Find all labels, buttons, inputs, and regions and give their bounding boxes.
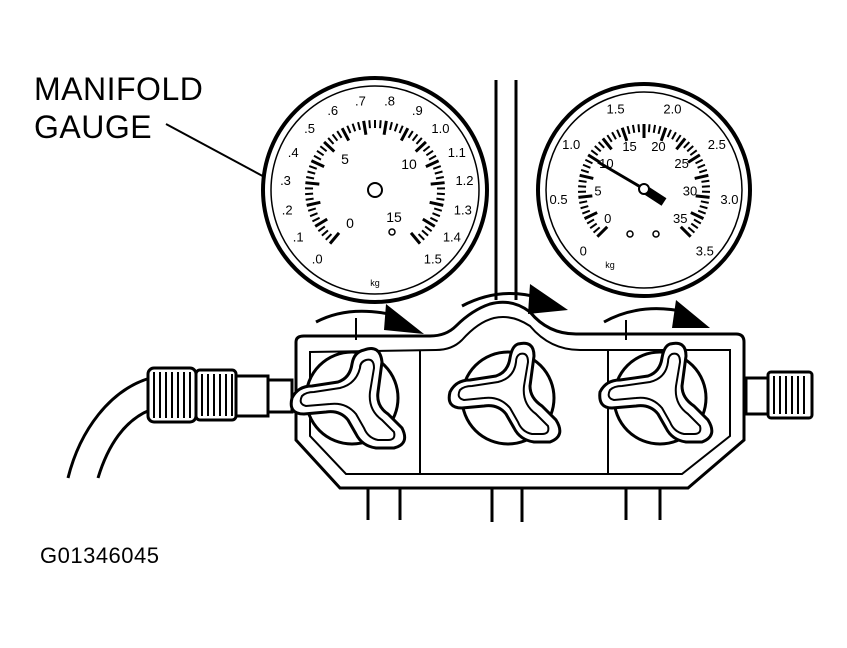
left-gauge-outer-label: .3 (280, 173, 291, 188)
right-gauge-stop-pin-b (653, 231, 659, 237)
callout-line-2: GAUGE (34, 108, 203, 146)
manifold-gauge-callout: MANIFOLD GAUGE (34, 70, 203, 146)
left-gauge-outer-label: 1.0 (431, 121, 449, 136)
gauge-tick (579, 181, 587, 182)
gauge-tick (649, 124, 650, 132)
right-gauge-pivot (639, 184, 649, 194)
left-gauge-outer-label: .0 (312, 251, 323, 266)
right-gauge-inner-label: 0 (604, 211, 611, 226)
right-hose-fitting (746, 372, 812, 418)
left-gauge-outer-label: 1.4 (443, 229, 461, 244)
left-gauge-outer-label: 1.1 (448, 145, 466, 160)
left-gauge-outer-label: .7 (355, 94, 366, 109)
left-gauge-inner-label: 0 (346, 215, 354, 231)
gauge-tick (369, 120, 370, 128)
right-gauge-outer-label: 3.0 (720, 192, 738, 207)
left-gauge-outer-label: .1 (293, 229, 304, 244)
right-gauge-outer-label: 1.0 (562, 137, 580, 152)
left-gauge-outer-label: .4 (288, 145, 299, 160)
right-gauge-inner-label: 20 (651, 139, 665, 154)
left-gauge-pivot (368, 183, 382, 197)
left-hose-fitting (148, 368, 292, 422)
right-gauge-outer-label: 0 (580, 243, 587, 258)
gauge-tick (305, 183, 319, 184)
left-gauge-outer-label: .5 (304, 121, 315, 136)
right-gauge-inner-label: 35 (673, 211, 687, 226)
right-gauge-outer-label: 2.5 (708, 137, 726, 152)
gauge-tick (436, 199, 444, 200)
right-gauge-outer-label: 3.5 (696, 243, 714, 258)
left-gauge-inner-label: 5 (341, 151, 349, 167)
gauge-tick (633, 125, 634, 133)
gauge-tick (578, 196, 592, 198)
figure-id: G01346045 (40, 543, 160, 569)
left-gauge-outer-label: 1.3 (454, 202, 472, 217)
left-gauge-stop-pin (389, 229, 395, 235)
left-gauge-unit: kg (370, 278, 380, 288)
left-gauge-outer-label: .9 (412, 103, 423, 118)
right-gauge-inner-label: 5 (594, 184, 601, 199)
right-gauge-inner-label: 30 (683, 184, 697, 199)
left-gauge: .0 .1.2 .3 .4 .5 .6 .7 .8 .9 1.0 1.1 1.2 1.3 1.41.5 0… (263, 78, 487, 302)
gauge-tick (431, 183, 445, 184)
left-gauge-inner-label: 10 (401, 156, 417, 172)
right-gauge-outer-label: 2.0 (663, 101, 681, 116)
callout-line-1: MANIFOLD (34, 70, 203, 108)
gauge-tick (696, 196, 710, 198)
gauge-tick (701, 181, 709, 182)
lower-pipes (368, 488, 660, 522)
left-gauge-outer-label: .8 (384, 94, 395, 109)
left-gauge-outer-label: 1.2 (455, 173, 473, 188)
right-gauge-inner-label: 15 (622, 139, 636, 154)
left-gauge-outer-label: .6 (327, 103, 338, 118)
left-gauge-outer-label: 1.5 (424, 251, 442, 266)
left-gauge-inner-label: 15 (386, 209, 402, 225)
left-gauge-outer-label: .2 (282, 202, 293, 217)
right-gauge-inner-label: 25 (674, 156, 688, 171)
gauge-tick (306, 199, 314, 200)
gauge-tick (654, 125, 655, 133)
right-gauge-outer-label: 1.5 (607, 101, 625, 116)
gauge-tick (380, 120, 381, 128)
right-gauge-unit: kg (605, 260, 615, 270)
gauge-tick (638, 124, 639, 132)
right-gauge-outer-label: 0.5 (550, 192, 568, 207)
right-gauge-stop-pin-a (627, 231, 633, 237)
center-pipe (496, 80, 516, 300)
hose (68, 378, 150, 478)
